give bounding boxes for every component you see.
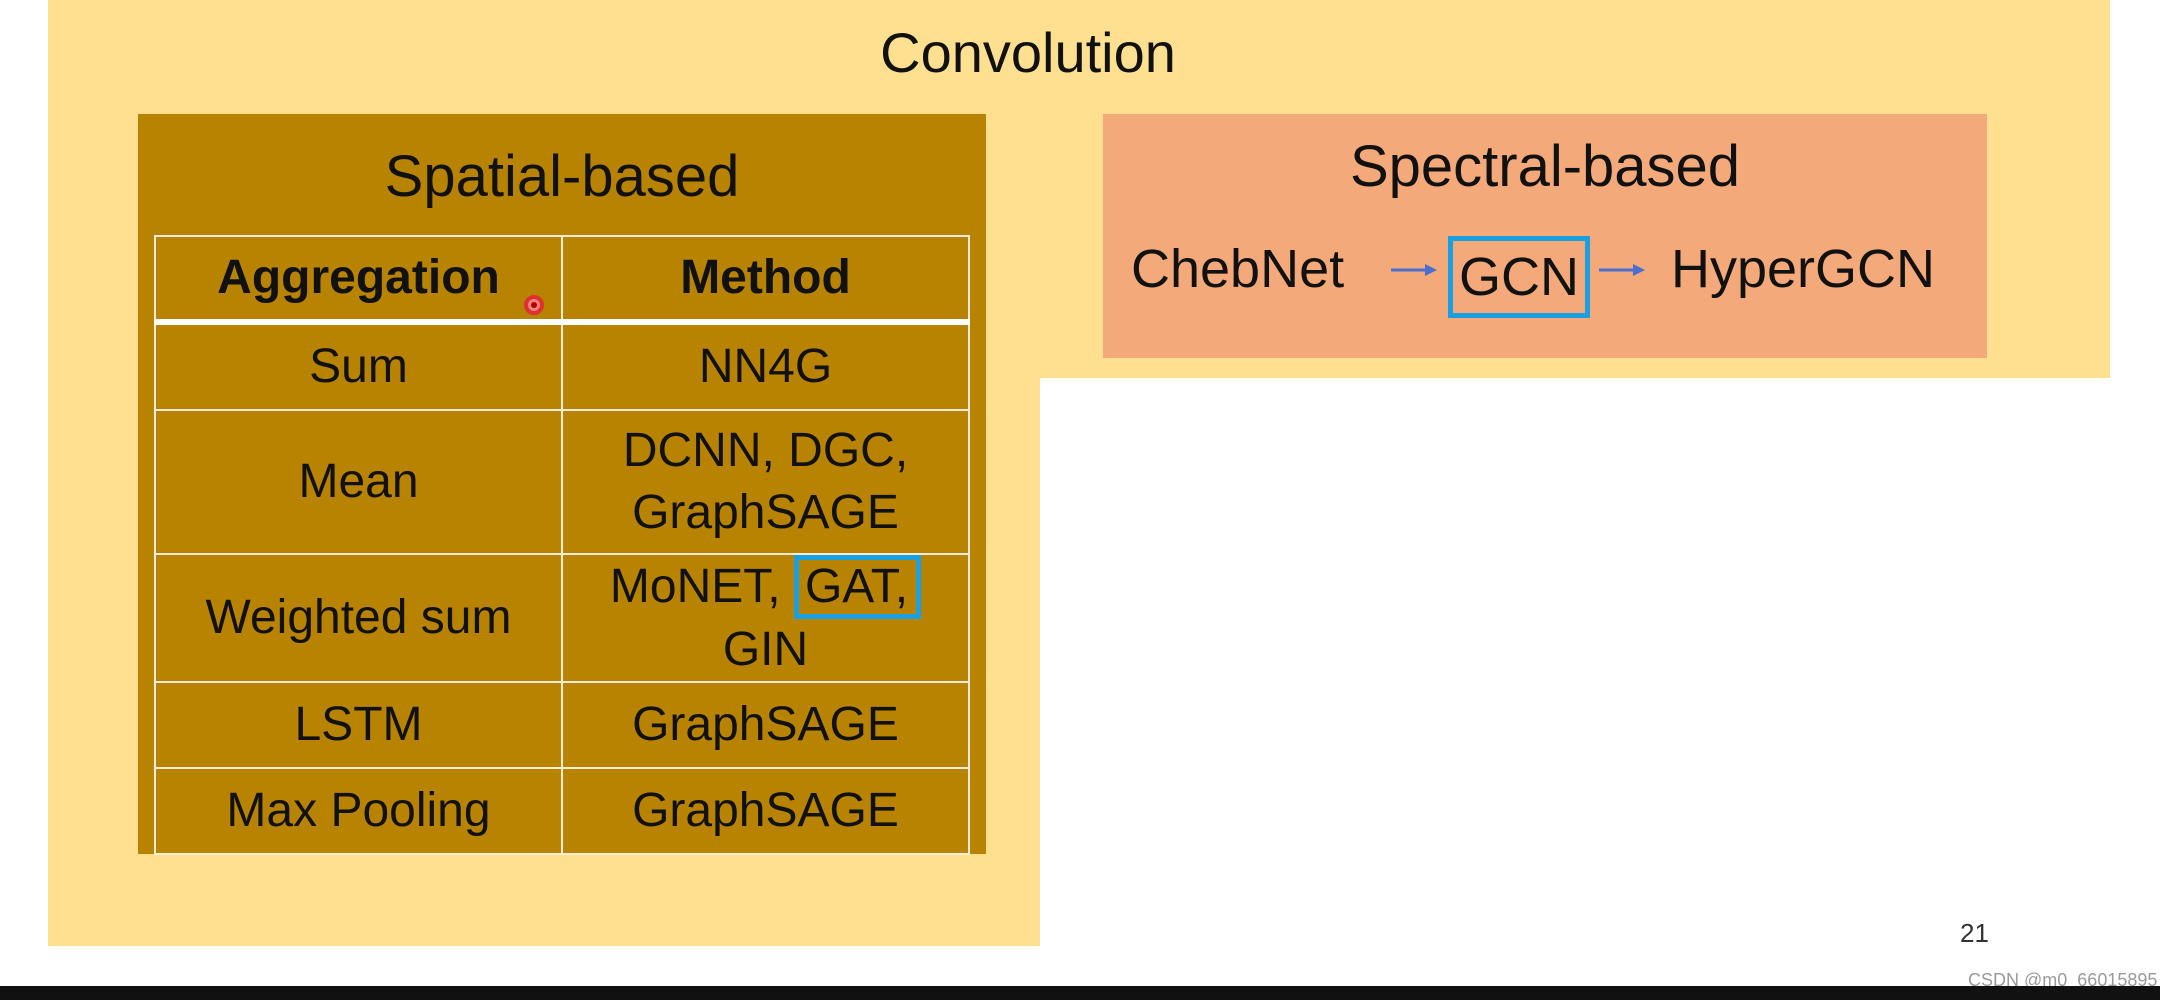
arrow-right-icon: [1599, 264, 1645, 276]
table-row: Max Pooling GraphSAGE: [154, 767, 970, 855]
spatial-based-panel: Spatial-based Aggregation Method Sum NN4…: [138, 114, 986, 855]
method-cell: MoNET, GAT, GIN: [561, 553, 970, 683]
method-cell: GraphSAGE: [561, 681, 970, 769]
table-row: Weighted sum MoNET, GAT, GIN: [154, 553, 970, 683]
aggregation-cell: LSTM: [154, 681, 563, 769]
header-aggregation: Aggregation: [154, 235, 563, 325]
aggregation-cell: Mean: [154, 409, 563, 555]
method-cell: DCNN, DGC, GraphSAGE: [561, 409, 970, 555]
gcn-highlight-box: GCN: [1448, 236, 1590, 318]
method-line-2: GraphSAGE: [632, 486, 899, 539]
spatial-based-title: Spatial-based: [384, 144, 740, 209]
method-text-monet: MoNET,: [609, 560, 781, 613]
aggregation-cell: Weighted sum: [154, 553, 563, 683]
spectral-based-panel: Spectral-based ChebNet GCN HyperGCN: [1103, 114, 1987, 358]
page-number: 21: [1960, 918, 1989, 948]
watermark: CSDN @m0_66015895: [1968, 970, 2158, 990]
arrow-right-icon: [1391, 264, 1437, 276]
method-line-1: DCNN, DGC,: [622, 424, 909, 477]
header-method: Method: [561, 235, 970, 325]
method-cell: NN4G: [561, 321, 970, 411]
aggregation-cell: Max Pooling: [154, 767, 563, 855]
table-header-row: Aggregation Method: [154, 235, 970, 325]
slide-title: Convolution: [880, 21, 1176, 84]
chain-item-chebnet: ChebNet: [1131, 239, 1345, 299]
aggregation-method-table: Aggregation Method Sum NN4G Mean DCNN, D…: [154, 235, 970, 855]
method-text-gin: GIN: [722, 623, 809, 676]
bottom-bar: [0, 986, 2160, 1000]
gat-highlight-box: GAT,: [793, 555, 922, 619]
chain-item-hypergcn: HyperGCN: [1671, 239, 1936, 299]
table-row: Mean DCNN, DGC, GraphSAGE: [154, 409, 970, 555]
aggregation-cell: Sum: [154, 321, 563, 411]
table-row: LSTM GraphSAGE: [154, 681, 970, 769]
table-row: Sum NN4G: [154, 321, 970, 411]
spectral-based-title: Spectral-based: [1349, 134, 1741, 199]
method-cell: GraphSAGE: [561, 767, 970, 855]
pointer-cursor-icon: [524, 295, 544, 315]
